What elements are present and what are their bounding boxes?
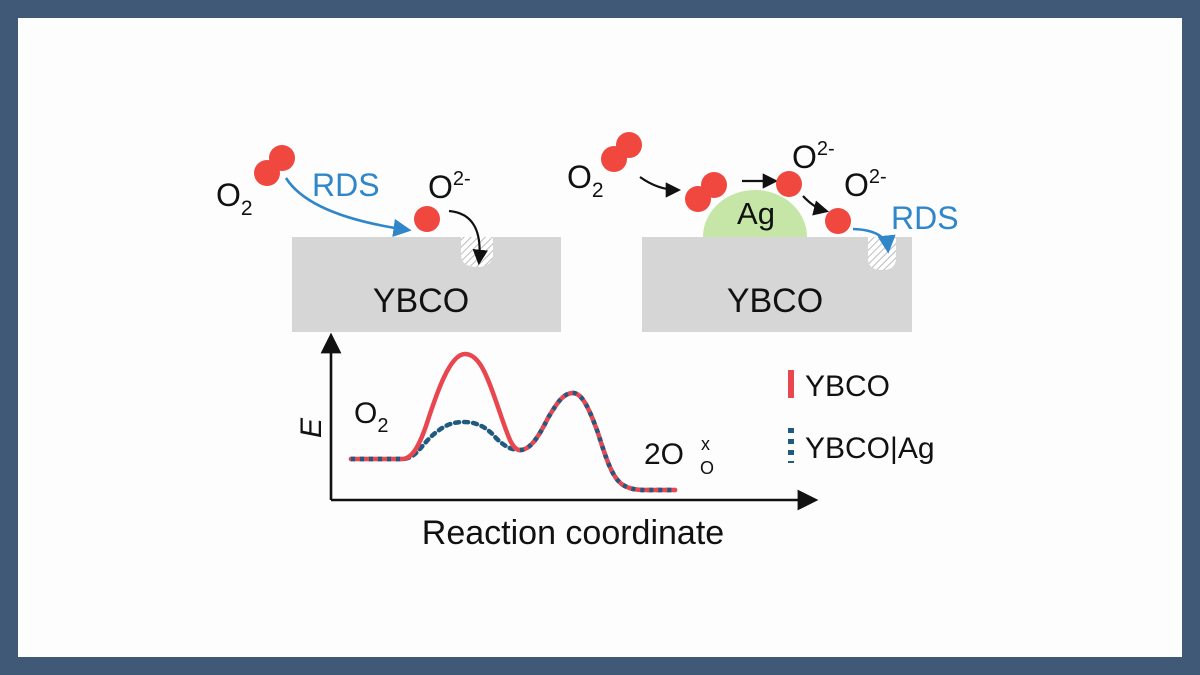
oxide-ion-label-right-1: O2- (792, 138, 835, 175)
o2-molecule-atom-left-2 (269, 145, 295, 171)
rds-arrow-left (284, 177, 412, 237)
left-mechanism: YBCO O2 RDS O2- (216, 145, 561, 332)
ybco-energy-curve (348, 351, 678, 493)
spillover-arrow-right (802, 195, 829, 216)
substrate-label-left: YBCO (373, 282, 469, 320)
start-state-label: O2 (354, 397, 388, 437)
ybco-substrate-right (642, 237, 912, 332)
incorporation-arrow-left (448, 209, 488, 266)
ag-nanoparticle (703, 190, 807, 237)
ag-label: Ag (737, 196, 775, 231)
o2-label-right: O2 (567, 159, 604, 202)
o2-label-left: O2 (216, 177, 253, 220)
legend: YBCO YBCO|Ag (788, 370, 935, 465)
right-mechanism: YBCO Ag O2 O2- O2- RDS (567, 132, 959, 332)
shared-barrier-overlay (351, 390, 675, 493)
oxide-ion-left (414, 206, 440, 232)
oxide-ion-label-left: O2- (428, 168, 471, 205)
energy-profile-plot: E Reaction coordinate O2 2O x O YBCO YBC… (295, 332, 935, 552)
adsorption-arrow-right (639, 176, 682, 198)
figure-panel: YBCO O2 RDS O2- YBCO Ag O2 O2- (18, 18, 1182, 657)
adsorbed-o2-atom-2 (701, 172, 727, 198)
y-axis-label: E (295, 417, 328, 438)
legend-label-ybco-ag: YBCO|Ag (805, 432, 935, 465)
svg-text:2O: 2O (644, 438, 684, 471)
end-state-label: 2O x O (644, 434, 714, 478)
substrate-label-right: YBCO (727, 282, 823, 320)
ybco-substrate-left (292, 237, 561, 332)
x-axis-label: Reaction coordinate (422, 514, 724, 552)
schematic-diagram: YBCO O2 RDS O2- YBCO Ag O2 O2- (216, 132, 959, 552)
o2-molecule-atom-right-2 (616, 132, 642, 158)
oxide-ion-right-1 (776, 171, 802, 197)
rds-label-right: RDS (891, 200, 959, 236)
oxide-ion-right-2 (825, 208, 851, 234)
svg-text:O: O (700, 458, 714, 478)
svg-text:x: x (701, 434, 710, 454)
legend-label-ybco: YBCO (805, 370, 890, 403)
rds-arrow-right (852, 227, 896, 254)
oxide-ion-label-right-2: O2- (844, 166, 887, 203)
rds-label-left: RDS (312, 167, 380, 203)
